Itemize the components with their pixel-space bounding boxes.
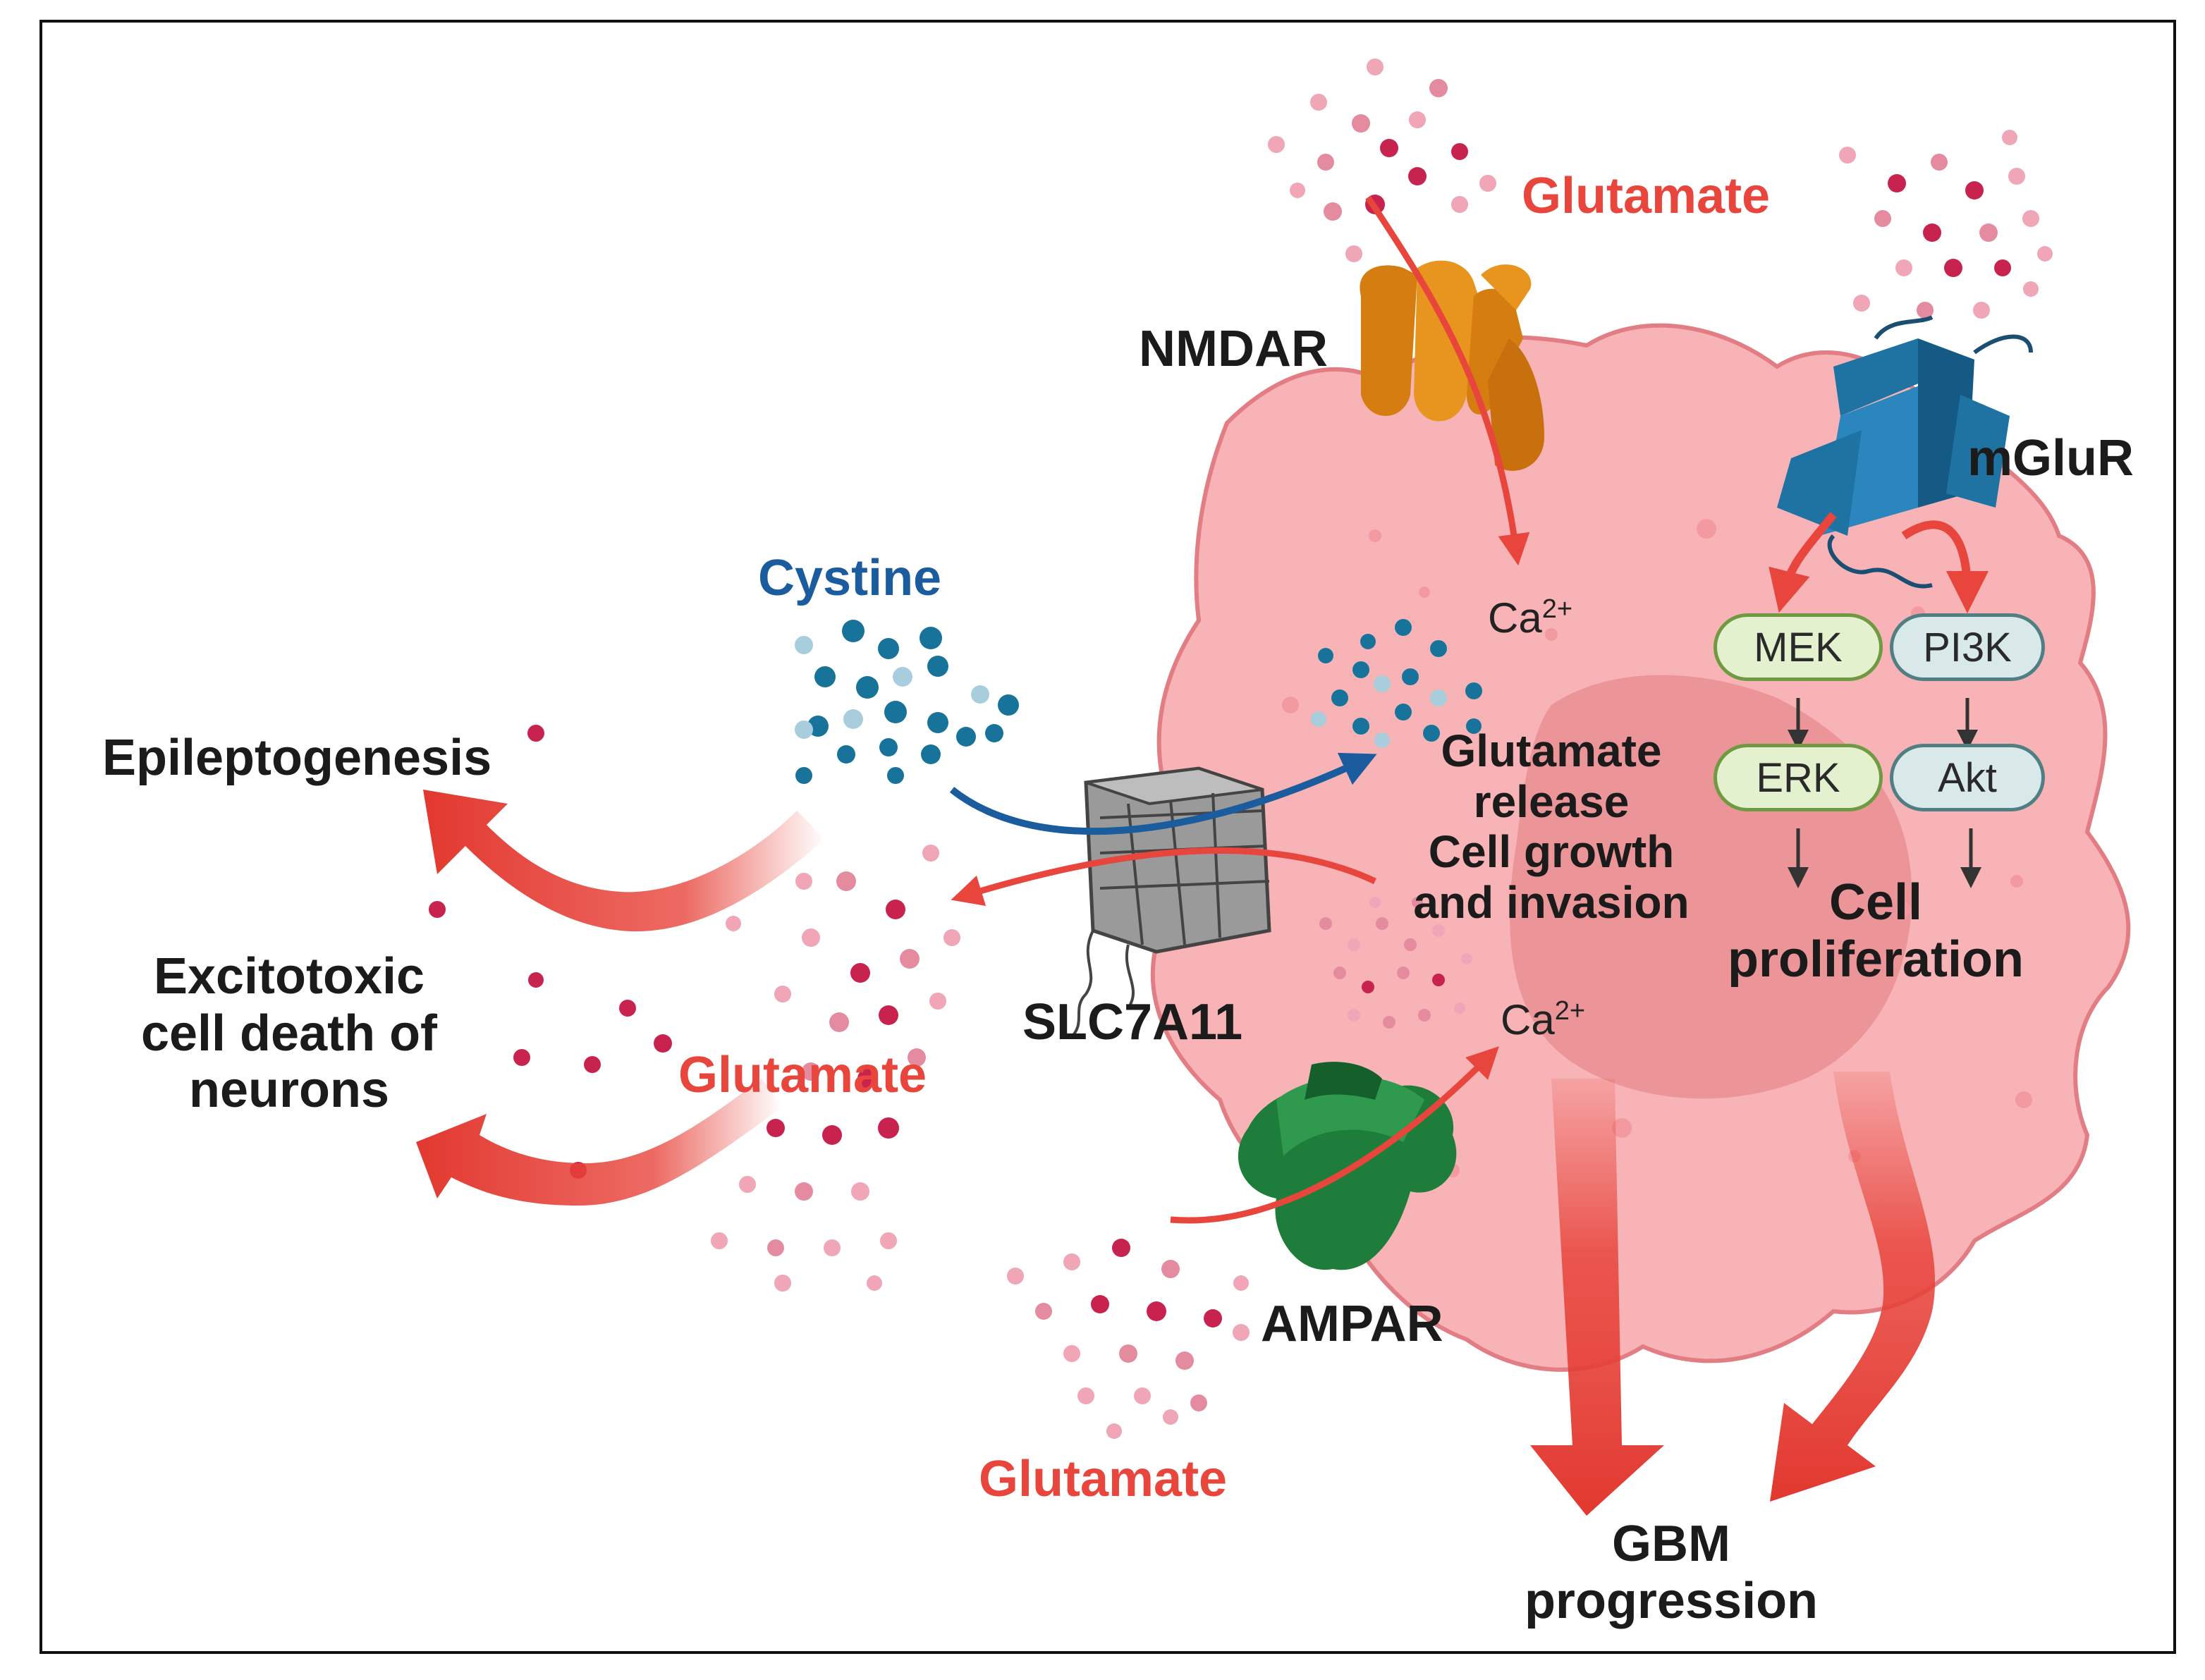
gbm-progression-label: GBM progression	[1481, 1516, 1862, 1629]
gbm-line-2: progression	[1524, 1572, 1819, 1629]
calcium-label-top: Ca2+	[1488, 594, 1573, 642]
mglur-pi3k-arrow	[1901, 520, 1989, 613]
glutamate-cluster-inner	[1319, 897, 1472, 1029]
glutamate-cluster-top	[1268, 59, 1496, 262]
cystine-cluster-inside	[1311, 619, 1482, 748]
release-line-3: Cell growth	[1428, 826, 1675, 878]
slc7a11-label: SLC7A11	[1022, 994, 1243, 1050]
ampar-label: AMPAR	[1261, 1296, 1443, 1352]
gbm-line-1: GBM	[1612, 1516, 1730, 1572]
cytoplasm-vesicles	[1282, 519, 2032, 1177]
excitotoxic-label: Excitotoxic cell death of neurons	[106, 948, 472, 1119]
release-line-1: Glutamate	[1441, 725, 1662, 776]
excitotoxic-arrow	[416, 1079, 783, 1206]
gbm-arrow-right	[1770, 1072, 1936, 1502]
calcium-label-bottom: Ca2+	[1501, 996, 1586, 1043]
mglur-receptor	[1777, 315, 2033, 589]
erk-box: ERK	[1714, 744, 1883, 811]
cystine-uptake-arrow	[949, 752, 1377, 835]
excitotoxic-line-2: cell death of	[140, 1005, 438, 1062]
mek-box: MEK	[1714, 613, 1883, 681]
glutamate-label-top: Glutamate	[1522, 168, 1771, 224]
nmdar-label: NMDAR	[1139, 321, 1328, 377]
epileptogenesis-arrow	[423, 790, 825, 932]
mglur-mek-arrow	[1769, 512, 1837, 613]
excitotoxic-line-1: Excitotoxic	[153, 948, 425, 1005]
akt-box: Akt	[1890, 744, 2045, 811]
gbm-arrow-left	[1530, 1079, 1664, 1516]
pi3k-box: PI3K	[1890, 613, 2045, 681]
glutamate-label-bottom: Glutamate	[979, 1451, 1228, 1507]
cystine-cluster-outside	[795, 620, 1019, 784]
release-line-2: release	[1473, 775, 1630, 827]
glutamate-efflux-arrow	[951, 847, 1376, 906]
nmdar-calcium-arrow	[1365, 195, 1530, 566]
glutamate-release-label: Glutamate release Cell growth and invasi…	[1382, 725, 1721, 928]
epileptogenesis-label: Epileptogenesis	[102, 730, 492, 786]
ampar-calcium-arrow	[1170, 1046, 1499, 1224]
mglur-label: mGluR	[1967, 430, 2134, 486]
glutamate-cluster-left	[429, 725, 960, 1292]
excitotoxic-line-3: neurons	[188, 1062, 390, 1119]
glutamate-cluster-bottom	[1007, 1239, 1250, 1439]
nmdar-receptor	[1360, 260, 1544, 471]
cystine-label: Cystine	[758, 550, 942, 606]
cell-proliferation-line-2: proliferation	[1727, 931, 2024, 988]
release-line-4: and invasion	[1413, 877, 1690, 928]
cell-proliferation-label: Cell proliferation	[1714, 874, 2038, 988]
cell-proliferation-line-1: Cell	[1828, 874, 1923, 931]
glutamate-cluster-right	[1839, 130, 2053, 319]
glutamate-label-left: Glutamate	[678, 1047, 927, 1103]
